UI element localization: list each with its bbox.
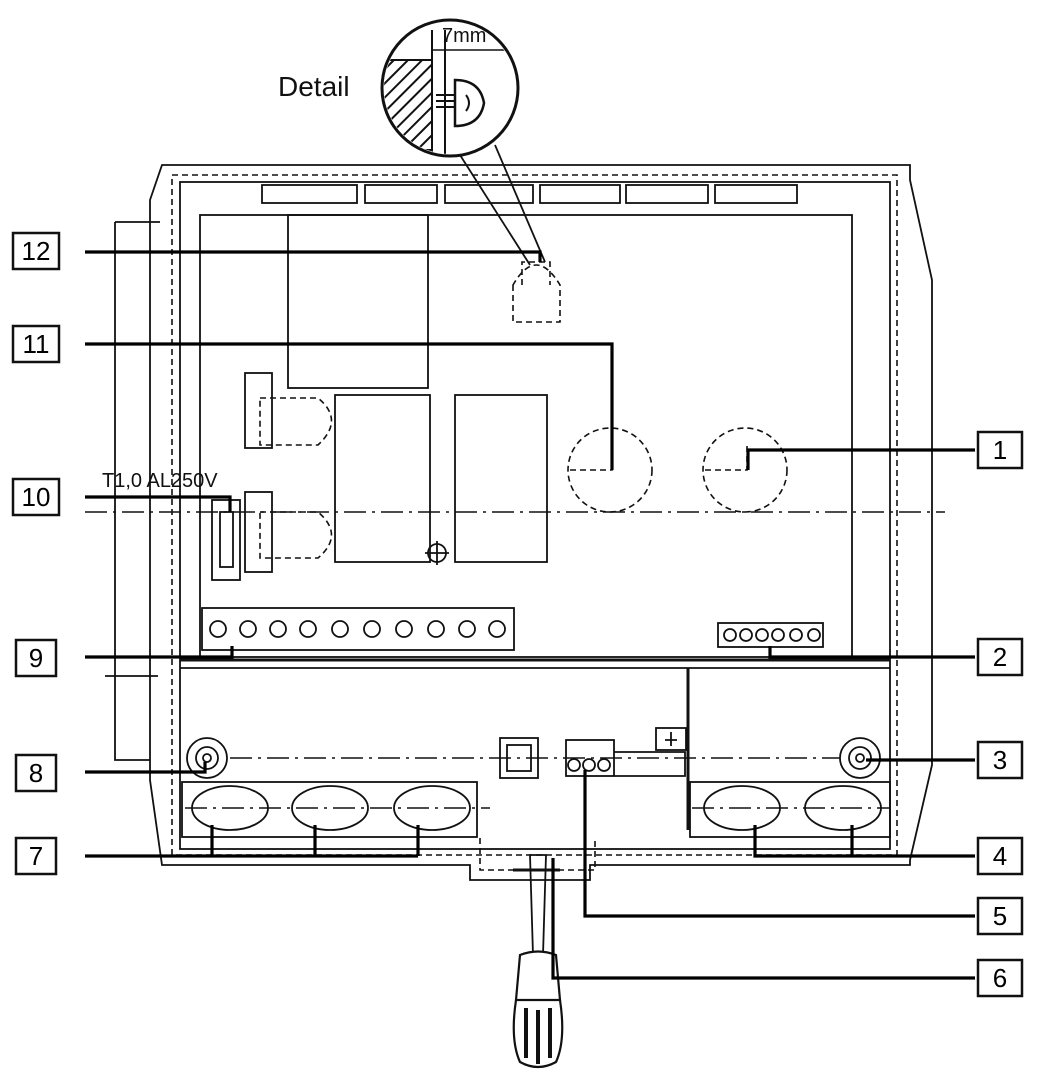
screwdriver-icon (512, 854, 564, 1069)
callout-9: 9 (14, 638, 58, 678)
fuse (219, 511, 234, 568)
leader-12 (85, 250, 542, 262)
earth-cable (614, 751, 686, 777)
transformer-block (287, 214, 429, 389)
housing-screw-left (186, 737, 228, 779)
pe-clamp (499, 737, 539, 779)
housing-screw-right (839, 737, 881, 779)
circuit-board (199, 214, 853, 658)
leader-6 (551, 858, 975, 980)
detail-magnifier: 7mm Detail (278, 18, 546, 266)
callout-1: 1 (976, 430, 1024, 470)
svg-text:2: 2 (993, 642, 1007, 672)
housing-inner-wall (179, 181, 891, 850)
housing-outline (149, 164, 933, 881)
cable-entry-strip-left (181, 781, 478, 838)
leader-5 (583, 770, 975, 918)
terminal-right-screws (723, 628, 821, 642)
leader-9 (85, 646, 234, 659)
callout-7: 7 (14, 836, 58, 876)
vent-slots (261, 184, 798, 204)
callout-3: 3 (976, 740, 1024, 780)
housing-inner-dashed (171, 174, 898, 856)
svg-text:6: 6 (993, 963, 1007, 993)
callout-4: 4 (976, 836, 1024, 876)
callout-10: 10 (11, 477, 61, 517)
hanging-hook (512, 264, 561, 323)
callout-8: 8 (14, 753, 58, 793)
svg-text:10: 10 (22, 482, 51, 512)
leader-7 (85, 825, 420, 858)
terminal-screws (209, 620, 506, 638)
callout-2: 2 (976, 637, 1024, 677)
relay-left (334, 394, 431, 563)
relay-right (454, 394, 548, 563)
connector-upper (244, 372, 273, 449)
svg-text:4: 4 (993, 841, 1007, 871)
leader-4 (753, 825, 975, 858)
callout-12: 12 (11, 231, 61, 271)
housing-left-flange (105, 221, 160, 761)
svg-text:12: 12 (22, 236, 51, 266)
callout-6: 6 (976, 958, 1024, 998)
fuse-label: T1,0 AL250V (102, 470, 218, 492)
leader-lines (85, 250, 975, 980)
fuse-holder (211, 499, 241, 581)
connector-lower (244, 491, 273, 573)
leader-1 (746, 448, 975, 470)
leader-8 (85, 762, 207, 774)
svg-text:8: 8 (29, 758, 43, 788)
cable-entry-strip-right (689, 781, 891, 838)
detail-title: Detail (278, 71, 350, 102)
callout-5: 5 (976, 896, 1024, 936)
svg-text:7: 7 (29, 841, 43, 871)
terminal-strip-left (201, 607, 515, 651)
cable-lower (259, 511, 333, 559)
leader-10 (85, 495, 232, 512)
svg-text:1: 1 (993, 435, 1007, 465)
svg-text:3: 3 (993, 745, 1007, 775)
cable-upper (259, 397, 333, 446)
detail-dimension: 7mm (442, 25, 486, 47)
svg-text:11: 11 (23, 329, 50, 359)
earth-terminal-block (565, 739, 615, 777)
callout-11: 11 (11, 324, 61, 364)
leader-2 (768, 646, 975, 659)
leader-11 (85, 342, 614, 470)
svg-text:9: 9 (29, 643, 43, 673)
svg-text:5: 5 (993, 901, 1007, 931)
